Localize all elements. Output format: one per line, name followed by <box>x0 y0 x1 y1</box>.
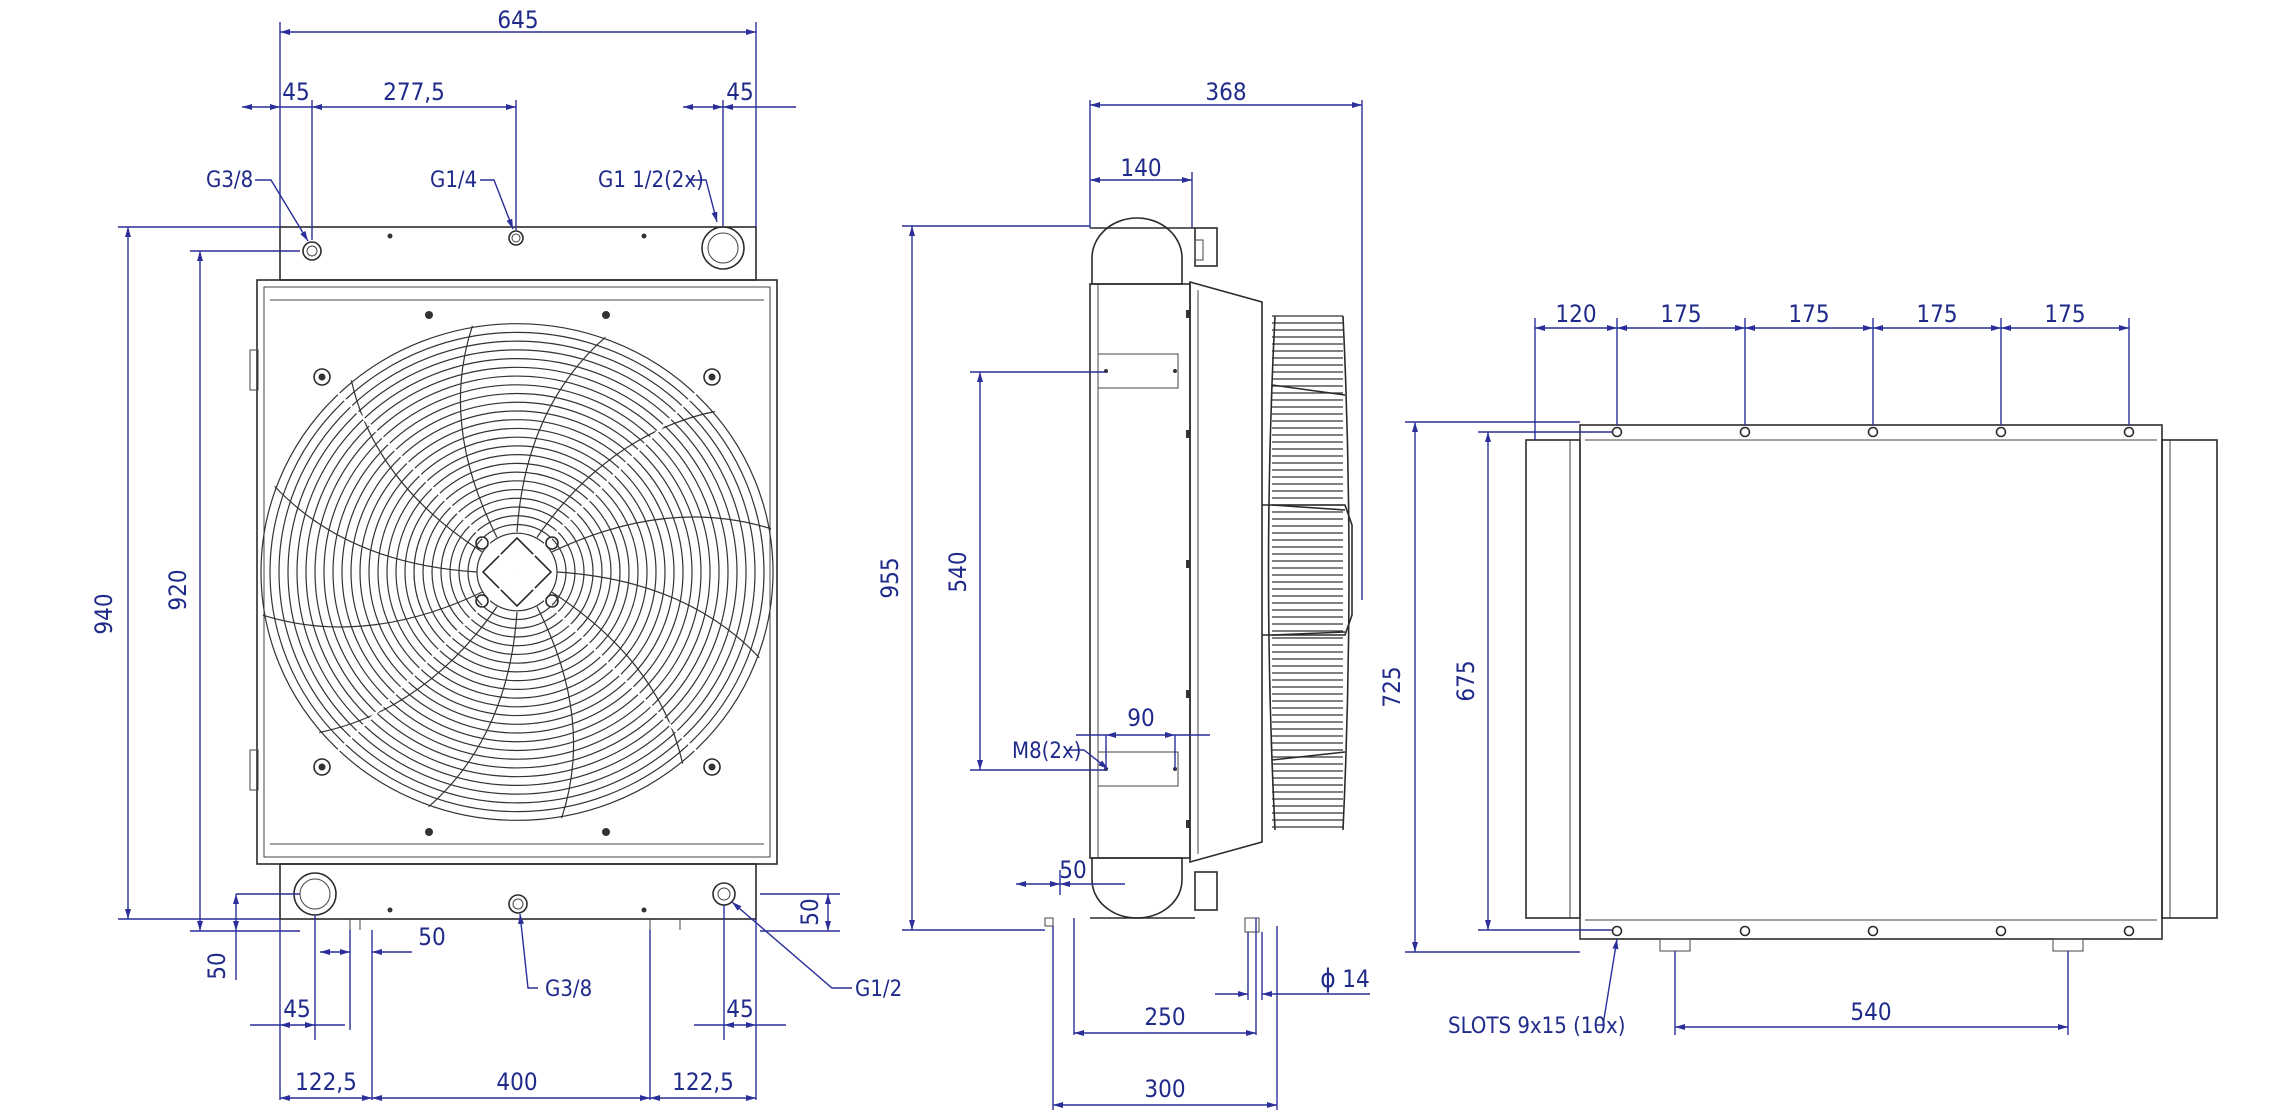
dim-top-120: 120 <box>1555 300 1596 328</box>
side-bottom-tank <box>1091 857 1183 919</box>
callouts: G3/8 G1/4 G1 1/2(2x) G3/8 G1/2 M8(2x) SL… <box>206 168 1625 1039</box>
dim-top-540: 540 <box>1850 998 1891 1026</box>
dim-side-140: 140 <box>1120 154 1161 182</box>
frame-bolts <box>425 311 610 836</box>
g14-port <box>508 230 524 246</box>
dim-side-368: 368 <box>1205 78 1246 106</box>
dim-side-phi: ϕ <box>1320 964 1335 994</box>
dim-front-right-offset: 45 <box>726 78 753 106</box>
dim-side-540: 540 <box>944 551 972 592</box>
dim-front-height-940: 940 <box>90 593 118 634</box>
dim-front-bottom-50-right: 50 <box>796 898 824 925</box>
dim-front-width: 645 <box>497 6 538 34</box>
dim-top-725: 725 <box>1378 666 1406 707</box>
top-body <box>1579 424 2163 940</box>
top-right-tank <box>2161 439 2218 919</box>
dim-front-bottom-50-left: 50 <box>203 952 231 979</box>
dim-front-bottom-45-right: 45 <box>726 995 753 1023</box>
top-view <box>1525 424 2218 952</box>
g112-port-top <box>701 226 745 270</box>
g12-port <box>712 882 736 906</box>
front-view <box>249 226 778 930</box>
g38-top-port <box>302 241 322 261</box>
callout-g14: G1/4 <box>430 168 477 193</box>
dim-front-122-left: 122,5 <box>295 1068 357 1096</box>
side-view <box>1044 217 1353 933</box>
dimension-labels: 645 45 277,5 45 940 920 50 50 50 45 45 122,5 400 122,… <box>90 6 2086 1103</box>
dim-side-250: 250 <box>1144 1003 1185 1031</box>
side-fan-guard <box>1267 315 1350 831</box>
dim-side-955: 955 <box>876 557 904 598</box>
dimension-lines <box>118 22 2130 1110</box>
dim-front-bottom-50-mid: 50 <box>418 923 445 951</box>
callout-g112: G1 1/2(2x) <box>598 168 704 193</box>
upper-bracket <box>1097 353 1179 389</box>
callout-g12: G1/2 <box>855 977 902 1002</box>
dim-front-400: 400 <box>496 1068 537 1096</box>
dim-side-dia: 14 <box>1342 965 1369 993</box>
lower-bracket <box>1097 751 1179 787</box>
dim-side-50: 50 <box>1059 856 1086 884</box>
dim-side-300: 300 <box>1144 1075 1185 1103</box>
mounting-slots <box>1611 426 2135 937</box>
dim-top-175-d: 175 <box>2044 300 2085 328</box>
side-fan-motor <box>1262 504 1353 636</box>
top-left-tank <box>1525 439 1581 919</box>
dim-side-90: 90 <box>1127 704 1154 732</box>
dim-front-122-right: 122,5 <box>672 1068 734 1096</box>
bottom-manifold <box>279 863 757 920</box>
dim-front-height-920: 920 <box>164 569 192 610</box>
callout-slots: SLOTS 9x15 (10x) <box>1448 1014 1625 1039</box>
side-fan-shroud <box>1189 280 1263 864</box>
callout-m8: M8(2x) <box>1012 739 1081 764</box>
fan-guard <box>260 323 774 821</box>
dim-top-175-c: 175 <box>1916 300 1957 328</box>
dim-top-175-b: 175 <box>1788 300 1829 328</box>
dim-front-277: 277,5 <box>383 78 445 106</box>
dim-top-175-a: 175 <box>1660 300 1701 328</box>
callout-g38-top: G3/8 <box>206 168 253 193</box>
dim-top-675: 675 <box>1452 660 1480 701</box>
dim-front-left-offset: 45 <box>282 78 309 106</box>
dim-front-bottom-45-left: 45 <box>283 995 310 1023</box>
callout-g38-bottom: G3/8 <box>545 977 592 1002</box>
g38-bottom-port <box>508 894 528 914</box>
side-top-tank <box>1091 217 1183 285</box>
